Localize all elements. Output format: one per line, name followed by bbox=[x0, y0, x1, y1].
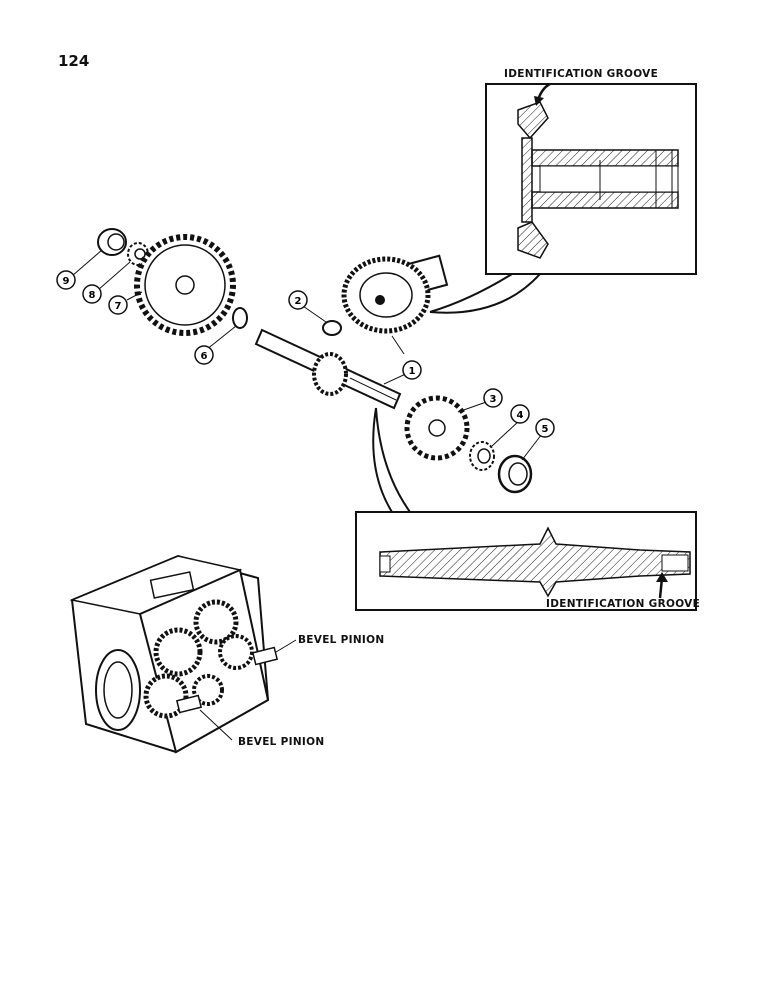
callout-9: 9 bbox=[56, 270, 76, 290]
part-7-gear bbox=[134, 234, 236, 336]
identification-groove-label-bottom: IDENTIFICATION GROOVE bbox=[546, 598, 701, 610]
svg-text:1: 1 bbox=[409, 366, 416, 377]
bevel-pinion-label-lower: BEVEL PINION bbox=[238, 736, 325, 748]
callout-2: 2 bbox=[288, 290, 308, 310]
part-5-bearing-cup bbox=[497, 454, 533, 494]
bevel-gear-section bbox=[517, 101, 679, 259]
callout-7: 7 bbox=[108, 295, 128, 315]
callout-5: 5 bbox=[535, 418, 555, 438]
page-number: 124 bbox=[58, 52, 90, 70]
bevel-pinion-label-upper: BEVEL PINION bbox=[298, 634, 385, 646]
svg-text:4: 4 bbox=[517, 410, 524, 421]
transmission-housing bbox=[69, 554, 297, 754]
identification-groove-label-top: IDENTIFICATION GROOVE bbox=[504, 68, 659, 80]
top-box-connector bbox=[429, 273, 543, 314]
callout-6: 6 bbox=[194, 345, 214, 365]
part-9-bearing-cup bbox=[97, 228, 127, 256]
bottom-detail-box bbox=[355, 511, 697, 611]
part-4-bearing-cone bbox=[469, 441, 495, 471]
svg-text:2: 2 bbox=[295, 296, 302, 307]
callout-3: 3 bbox=[483, 388, 503, 408]
svg-text:5: 5 bbox=[542, 424, 549, 435]
pinion-shaft-section bbox=[379, 526, 691, 598]
top-detail-box bbox=[485, 82, 697, 275]
svg-text:7: 7 bbox=[115, 301, 122, 312]
svg-text:8: 8 bbox=[89, 290, 96, 301]
svg-text:3: 3 bbox=[490, 394, 497, 405]
callout-4: 4 bbox=[510, 404, 530, 424]
svg-text:9: 9 bbox=[63, 276, 70, 287]
callout-1: 1 bbox=[402, 360, 422, 380]
part-6-snap-ring bbox=[232, 307, 248, 329]
part-1-bevel-gear-shaft bbox=[341, 254, 449, 334]
bottom-box-connector bbox=[372, 407, 412, 513]
part-2-washer bbox=[322, 320, 342, 336]
svg-text:6: 6 bbox=[201, 351, 208, 362]
part-3-gear bbox=[404, 395, 470, 461]
callout-8: 8 bbox=[82, 284, 102, 304]
part-1-pinion-shaft bbox=[254, 328, 402, 410]
